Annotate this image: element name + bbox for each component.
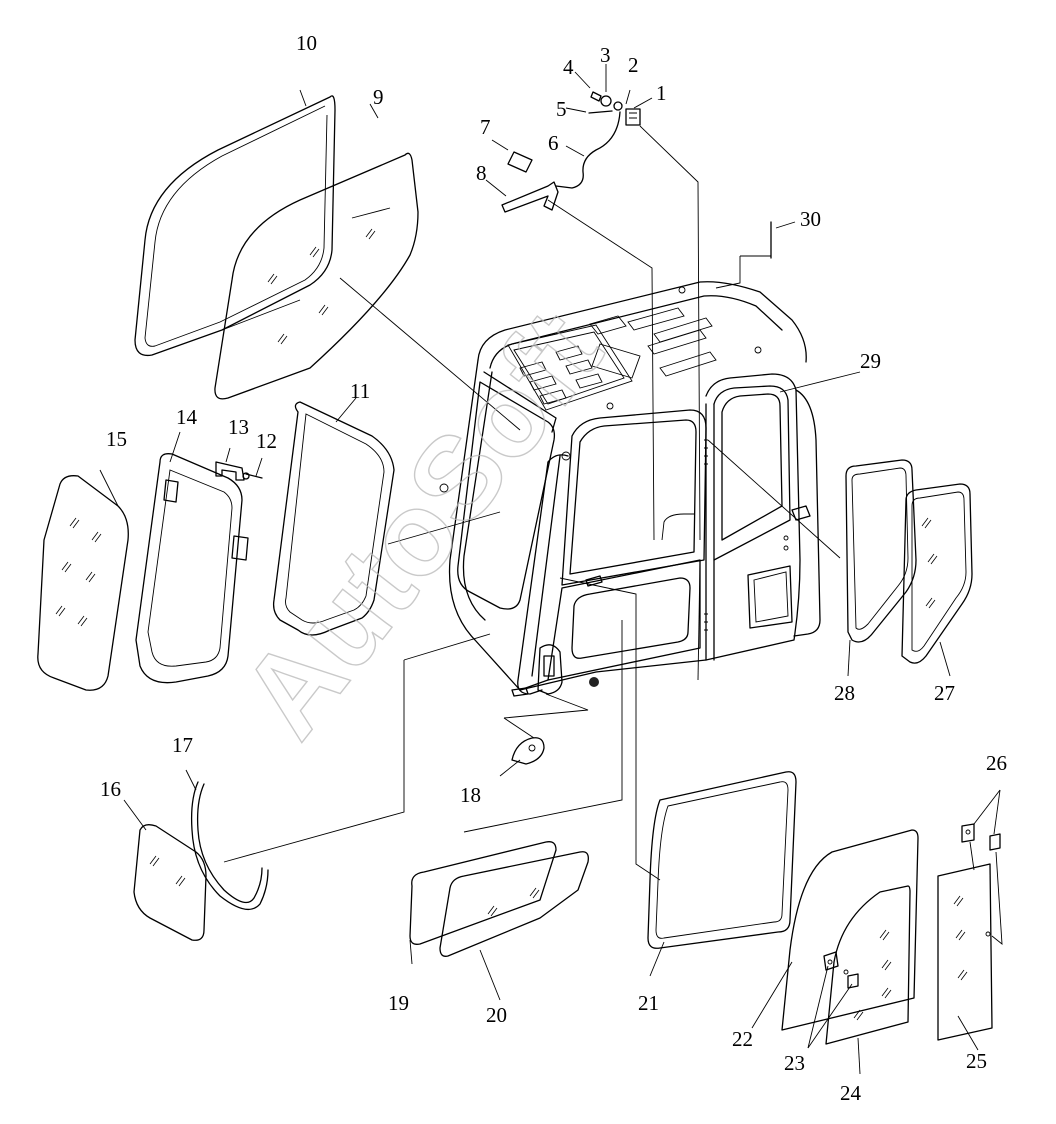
part-25-glass [937,863,993,1041]
part-23-bracket [823,951,859,989]
part-17-seal-strip [190,781,269,911]
label-2: 2 [628,53,639,77]
cab-body [439,281,821,697]
label-14: 14 [176,405,198,429]
part-16-glass [133,824,207,941]
label-18: 18 [460,783,481,807]
label-30: 30 [800,207,821,231]
label-16: 16 [100,777,121,801]
label-8: 8 [476,161,487,185]
label-25: 25 [966,1049,987,1073]
part-26-bracket [961,823,1003,945]
part-21-seal [647,771,797,949]
label-4: 4 [563,55,574,79]
label-17: 17 [172,733,193,757]
label-15: 15 [106,427,127,451]
part-11-seal [272,401,395,636]
part-14-frame [135,453,249,684]
label-29: 29 [860,349,881,373]
label-28: 28 [834,681,855,705]
part-18 [511,737,545,765]
label-19: 19 [388,991,409,1015]
part-20-glass [439,851,589,957]
part-labels: 1 2 3 4 5 6 7 8 9 10 11 12 13 14 15 16 1… [100,31,1007,1105]
label-1: 1 [656,81,667,105]
part-24-glass [825,885,911,1045]
label-10: 10 [296,31,317,55]
part-27-glass [901,483,973,664]
label-23: 23 [784,1051,805,1075]
label-13: 13 [228,415,249,439]
label-6: 6 [548,131,559,155]
label-20: 20 [486,1003,507,1027]
label-12: 12 [256,429,277,453]
leader-lines [99,64,1001,1075]
part-9-glass [214,152,419,400]
parts-1-8-wiper-assembly [501,91,641,213]
part-28-seal [845,459,917,643]
label-11: 11 [350,379,370,403]
label-7: 7 [480,115,491,139]
label-26: 26 [986,751,1007,775]
parts-12-13-handle [215,461,263,481]
label-22: 22 [732,1027,753,1051]
part-15-glass [37,475,129,691]
label-21: 21 [638,991,659,1015]
label-3: 3 [600,43,611,67]
label-27: 27 [934,681,955,705]
part-30 [715,221,772,289]
part-10-seal [134,95,336,357]
part-19-seal [409,841,557,945]
part-22-glass [781,829,919,1031]
label-5: 5 [556,97,567,121]
label-24: 24 [840,1081,862,1105]
label-9: 9 [373,85,384,109]
